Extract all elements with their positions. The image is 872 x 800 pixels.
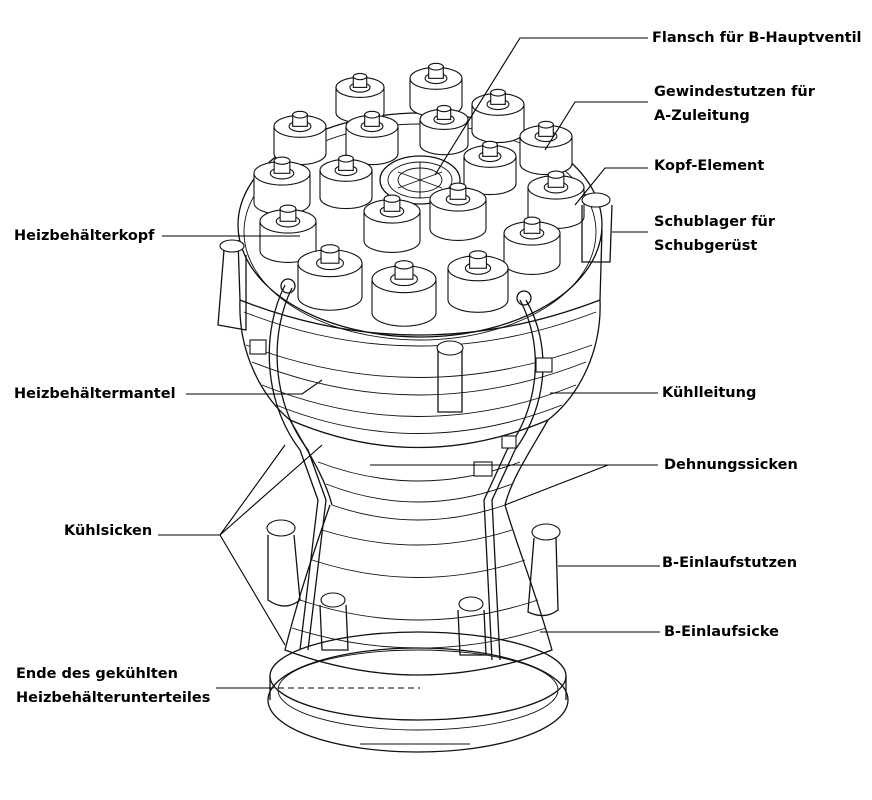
injector-pot	[297, 244, 363, 311]
label-flansch: Flansch für B-Hauptventil	[652, 30, 862, 46]
injector-pot	[363, 194, 421, 254]
label-schublager-line2: Schubgerüst	[654, 238, 758, 254]
injector-pot	[419, 104, 469, 156]
label-kuehlsicken: Kühlsicken	[64, 523, 153, 539]
injector-pot	[253, 156, 311, 216]
injector-pot	[519, 120, 573, 176]
label-b-einlaufsicke: B-Einlaufsicke	[664, 624, 779, 640]
injector-pot	[429, 182, 487, 242]
injector-pot	[319, 154, 373, 210]
injector-pot	[345, 110, 399, 166]
throat	[289, 419, 549, 521]
injector-pot	[259, 204, 317, 264]
label-dehnungssicken: Dehnungssicken	[664, 457, 798, 473]
label-ende: Ende des gekühlten Heizbehälterunterteil…	[16, 662, 210, 710]
injector-pot	[471, 88, 525, 144]
leader-lines	[158, 37, 660, 689]
label-gewindestutzen: Gewindestutzen für A-Zuleitung	[654, 80, 815, 128]
injector-pot	[447, 250, 509, 313]
label-gewindestutzen-line2: A-Zuleitung	[654, 108, 750, 124]
label-ende-line2: Heizbehälterunterteiles	[16, 690, 211, 706]
injector-pot	[371, 260, 437, 327]
label-kopf-element: Kopf-Element	[654, 158, 765, 174]
label-kuehlleitung: Kühlleitung	[662, 385, 757, 401]
label-heizbehaeltermantel: Heizbehältermantel	[14, 386, 176, 402]
label-gewindestutzen-line1: Gewindestutzen für	[654, 84, 815, 100]
label-schublager: Schublager für Schubgerüst	[654, 210, 775, 258]
inlet-stubs	[266, 519, 561, 656]
injector-pot	[463, 140, 517, 196]
label-heizbehaelterkopf: Heizbehälterkopf	[14, 228, 155, 244]
label-ende-line1: Ende des gekühlten	[16, 666, 178, 682]
thrust-bearings	[217, 192, 613, 413]
injector-pot	[527, 170, 585, 230]
injector-pot	[503, 216, 561, 276]
label-b-einlaufstutzen: B-Einlaufstutzen	[662, 555, 798, 571]
injector-pot	[273, 110, 327, 166]
nozzle-section	[284, 504, 553, 676]
cooling-pipes	[249, 278, 553, 661]
injector-pots	[253, 62, 585, 327]
injector-pot	[409, 62, 463, 118]
bottom-flange	[267, 631, 569, 753]
label-schublager-line1: Schublager für	[654, 214, 776, 230]
